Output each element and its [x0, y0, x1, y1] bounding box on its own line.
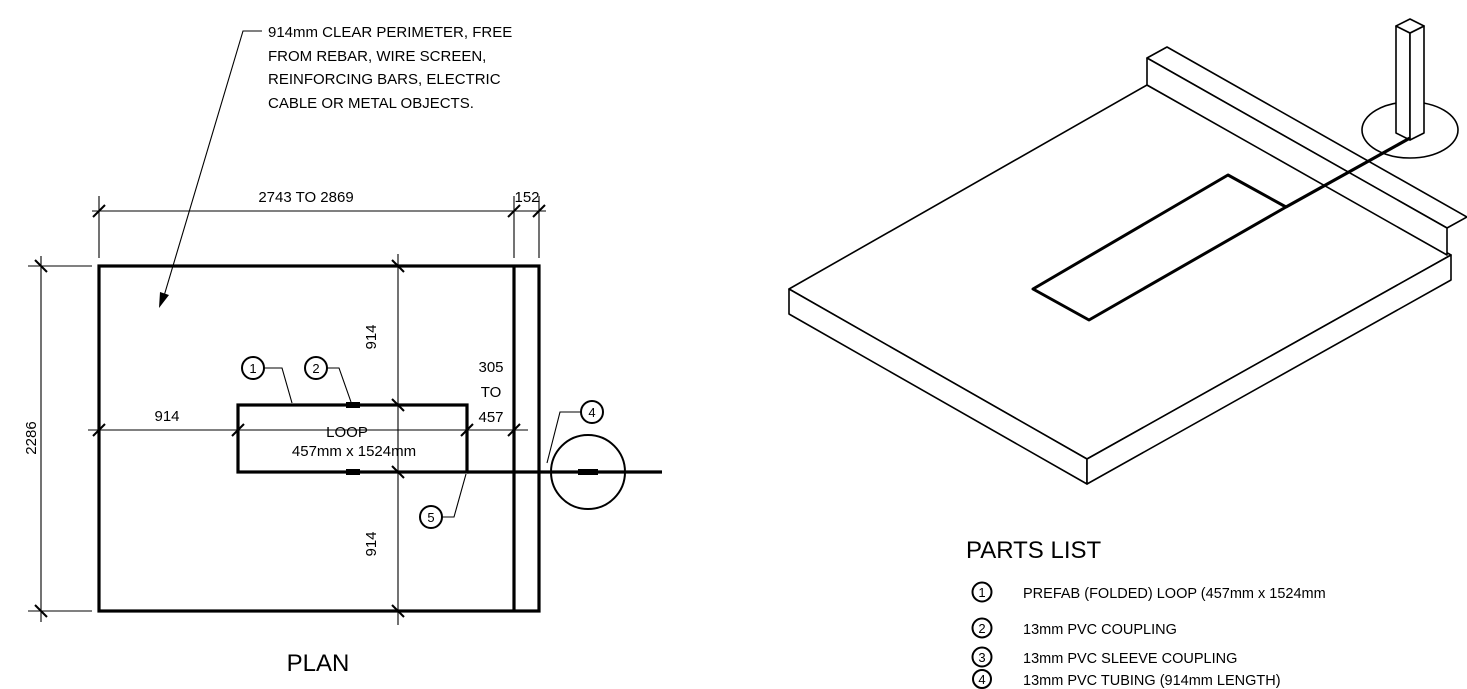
- curb-gap-line-1: 305: [478, 359, 503, 376]
- pedestal-post-top: [1395, 18, 1425, 34]
- slab-outline: [97, 264, 541, 613]
- dim-overall-height: 2286: [23, 256, 92, 622]
- overall-width-label: 2743 TO 2869: [258, 189, 353, 206]
- parts-item-1-text: PREFAB (FOLDED) LOOP (457mm x 1524mm: [1023, 586, 1326, 602]
- parts-item-3-text: 13mm PVC SLEEVE COUPLING: [1023, 651, 1237, 667]
- note-line-2: FROM REBAR, WIRE SCREEN,: [268, 48, 486, 65]
- note-arrowhead: [159, 292, 169, 308]
- note-line-4: CABLE OR METAL OBJECTS.: [268, 95, 474, 112]
- parts-item-1: 1 PREFAB (FOLDED) LOOP (457mm x 1524mm: [971, 581, 1326, 603]
- curb-gap-line-3: 457: [478, 409, 503, 426]
- dim-left-offset: 914 305 TO 457: [88, 359, 528, 437]
- parts-item-4: 4 13mm PVC TUBING (914mm LENGTH): [972, 669, 1281, 689]
- loop-label: LOOP: [326, 424, 368, 441]
- overall-height-label: 2286: [23, 421, 40, 454]
- slab-front-right-face: [1086, 254, 1452, 485]
- parts-list: PARTS LIST 1 PREFAB (FOLDED) LOOP (457mm…: [966, 537, 1326, 689]
- bottom-offset-label: 914: [363, 531, 380, 556]
- parts-item-3: 3 13mm PVC SLEEVE COUPLING: [971, 646, 1237, 668]
- svg-text:1: 1: [978, 585, 985, 600]
- sleeve-coupling: [578, 469, 598, 475]
- callout-4: 4: [546, 400, 604, 464]
- svg-text:5: 5: [427, 510, 434, 525]
- left-offset-label: 914: [154, 408, 179, 425]
- parts-item-2: 2 13mm PVC COUPLING: [971, 617, 1177, 639]
- curb-width-label: 152: [514, 189, 539, 206]
- plan-title: PLAN: [287, 650, 350, 677]
- parts-list-title: PARTS LIST: [966, 537, 1101, 564]
- note-line-3: REINFORCING BARS, ELECTRIC: [268, 71, 501, 88]
- curb-gap-line-2: TO: [481, 384, 502, 401]
- top-offset-label: 914: [363, 324, 380, 349]
- callout-2: 2: [304, 356, 352, 403]
- callout-1: 1: [241, 356, 293, 404]
- parts-item-2-text: 13mm PVC COUPLING: [1023, 622, 1177, 638]
- svg-text:2: 2: [978, 621, 985, 636]
- callout-5: 5: [419, 473, 467, 529]
- isometric-view: [788, 18, 1467, 485]
- plan-view: 914mm CLEAR PERIMETER, FREE FROM REBAR, …: [23, 24, 662, 677]
- coupling-top: [346, 402, 360, 408]
- parts-item-4-text: 13mm PVC TUBING (914mm LENGTH): [1023, 673, 1281, 689]
- clearance-note: 914mm CLEAR PERIMETER, FREE FROM REBAR, …: [159, 24, 512, 308]
- note-line-1: 914mm CLEAR PERIMETER, FREE: [268, 24, 512, 41]
- note-leader: [163, 30, 262, 297]
- svg-text:1: 1: [249, 361, 256, 376]
- svg-text:4: 4: [978, 672, 985, 687]
- svg-text:4: 4: [588, 405, 595, 420]
- iso-lead-in: [1285, 136, 1411, 209]
- coupling-bottom: [346, 469, 360, 475]
- svg-text:2: 2: [312, 361, 319, 376]
- pedestal-post-left: [1395, 25, 1411, 141]
- loop-size-label: 457mm x 1524mm: [292, 443, 416, 460]
- junction-circle: [550, 434, 626, 510]
- dim-overall-width: 2743 TO 2869 152: [92, 189, 546, 258]
- svg-text:3: 3: [978, 650, 985, 665]
- pedestal-post-right: [1409, 25, 1425, 141]
- dim-vertical-offsets: 914 914: [363, 254, 405, 625]
